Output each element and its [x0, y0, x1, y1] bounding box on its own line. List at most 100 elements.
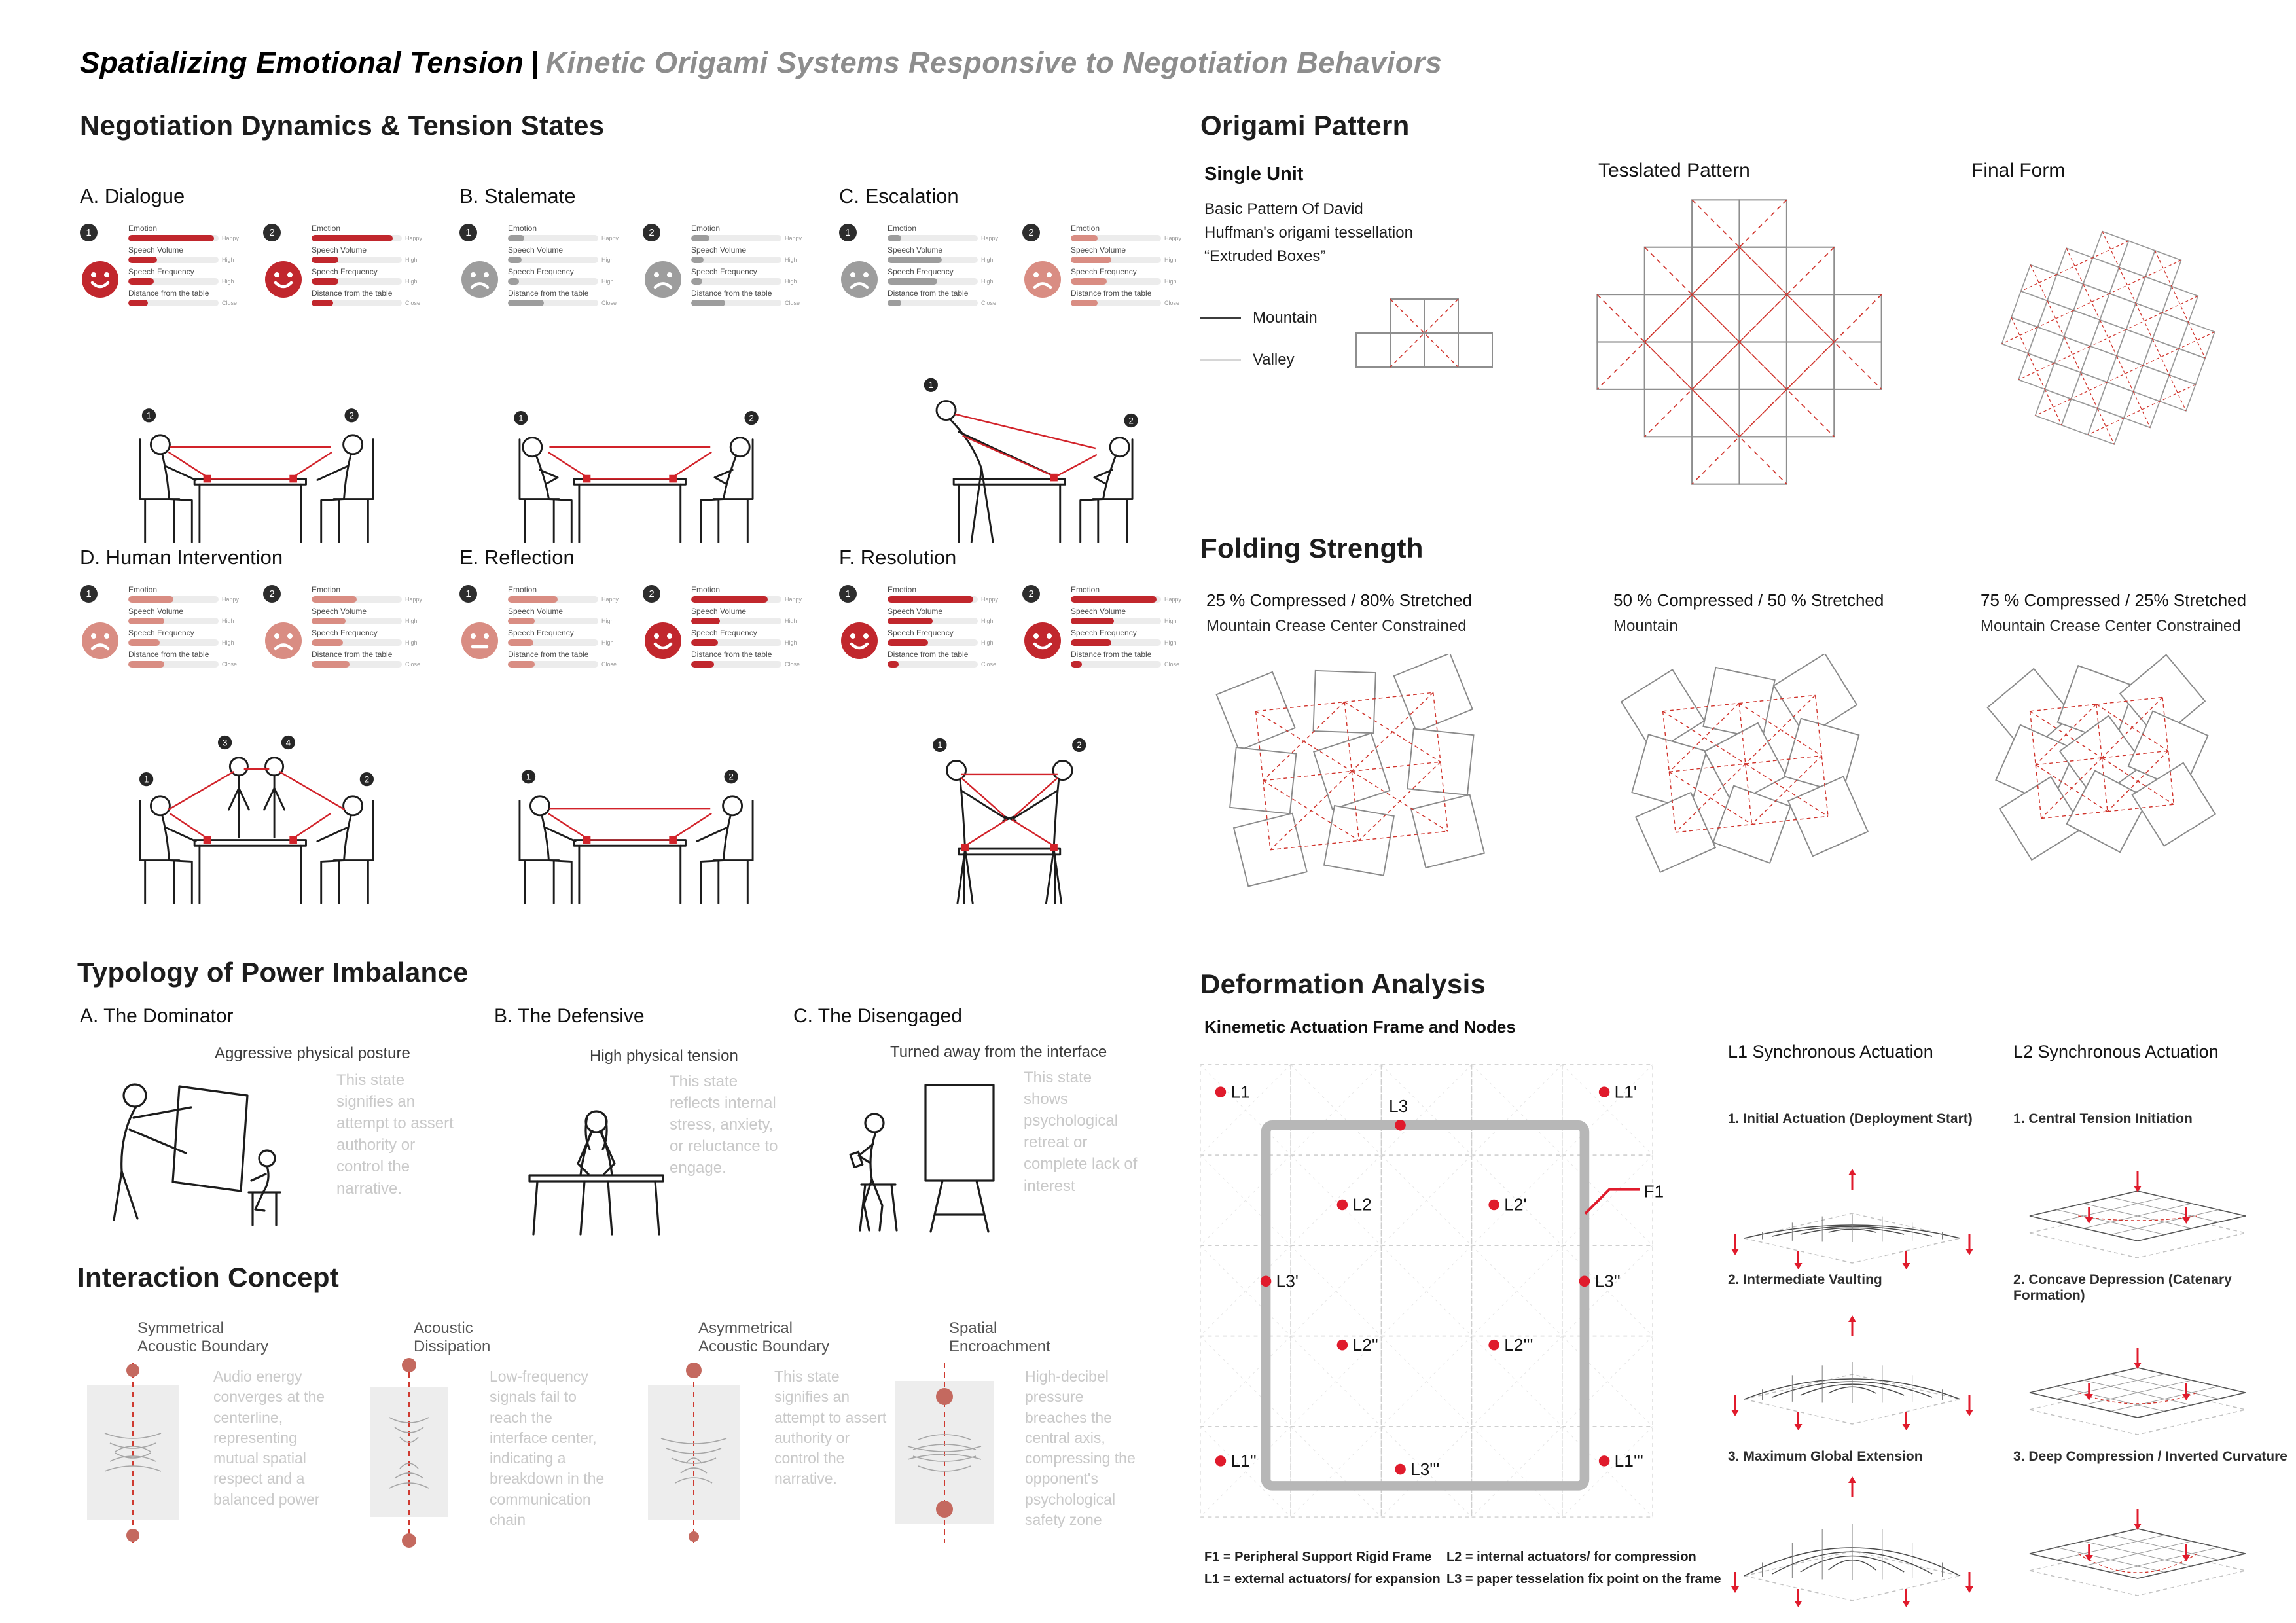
slider-end-label: Close — [222, 661, 238, 668]
deformation-heading: Deformation Analysis — [1200, 969, 1486, 999]
slider-track — [312, 278, 402, 285]
slider-end-label: High — [222, 618, 234, 624]
actuation-step-label: 3. Deep Compression / Inverted Curvature — [2013, 1449, 2287, 1464]
actuation-step-figure — [1728, 1472, 2003, 1610]
slider-track — [128, 257, 219, 263]
slider-speech-frequency: Speech Frequency High — [312, 267, 418, 285]
valley-line-sample — [1200, 359, 1241, 361]
slider-end-label: Close — [405, 300, 421, 306]
slider-end-label: Happy — [1164, 235, 1182, 241]
panel-title: A. Dialogue — [80, 185, 185, 207]
acoustic-field-diagram — [895, 1363, 994, 1543]
dashboard-sliders: Emotion Happy Speech Volume High Speech … — [888, 585, 1007, 671]
svg-text:1: 1 — [929, 380, 934, 390]
slider-speech-volume: Speech Volume High — [1071, 607, 1177, 624]
slider-speech-frequency: Speech Frequency High — [691, 267, 797, 285]
actuation-step-label: 3. Maximum Global Extension — [1728, 1449, 1923, 1464]
svg-text:L1': L1' — [1615, 1082, 1637, 1101]
emotion-face — [461, 622, 499, 660]
emotion-face — [1024, 260, 1062, 298]
slider-track — [1071, 661, 1161, 668]
emotion-dashboard: 1 Emotion Happy Speech Volume High Speec… — [839, 223, 1007, 339]
panel-title: C. Escalation — [839, 185, 959, 207]
slider-end-label: Close — [785, 661, 800, 668]
negotiation-panel-F: F. Resolution 1 Emotion Happy Speech Vol… — [839, 546, 1206, 907]
slider-distance-from-the-table: Distance from the table Close — [691, 650, 800, 668]
emotion-dashboard: 1 Emotion Happy Speech Volume High Speec… — [839, 584, 1007, 700]
slider-track — [888, 278, 978, 285]
person-number-badge: 1 — [459, 224, 477, 241]
slider-track — [1071, 639, 1161, 646]
person-number-badge: 1 — [459, 585, 477, 603]
slider-end-label: High — [981, 639, 994, 646]
emotion-face — [264, 622, 302, 660]
acoustic-field-diagram — [87, 1363, 179, 1543]
slider-end-label: High — [1164, 639, 1177, 646]
slider-end-label: Close — [981, 661, 997, 668]
title-primary: Spatializing Emotional Tension — [80, 46, 524, 79]
slider-emotion: Emotion Happy — [691, 224, 802, 241]
svg-text:1: 1 — [518, 413, 524, 423]
l2-actuation-step-2: 2. Concave Depression (Catenary Formatio… — [2013, 1272, 2288, 1449]
slider-track — [312, 596, 402, 603]
slider-end-label: High — [222, 278, 234, 285]
slider-end-label: Close — [981, 300, 997, 306]
slider-emotion: Emotion Happy — [1071, 585, 1182, 603]
actuation-step-figure — [2013, 1472, 2288, 1610]
person-number-badge: 1 — [839, 585, 857, 603]
slider-speech-volume: Speech Volume High — [691, 607, 797, 624]
final-form-diagram — [1977, 196, 2238, 481]
slider-speech-volume: Speech Volume High — [312, 245, 418, 263]
person-number-badge: 2 — [643, 585, 660, 603]
slider-track — [888, 618, 978, 624]
crease-legend: Mountain Valley — [1200, 309, 1318, 393]
svg-text:L3''': L3''' — [1410, 1459, 1439, 1479]
svg-text:L3'': L3'' — [1595, 1272, 1621, 1291]
origami-heading: Origami Pattern — [1200, 110, 1410, 141]
neutral-face-icon — [461, 622, 498, 659]
actuation-step-figure — [2013, 1311, 2288, 1449]
slider-end-label: Happy — [405, 596, 423, 603]
interaction-heading: Interaction Concept — [77, 1262, 340, 1293]
dashboard-sliders: Emotion Happy Speech Volume High Speech … — [312, 585, 431, 671]
person-number-badge: 1 — [80, 224, 98, 241]
dashboard-row: 1 Emotion Happy Speech Volume High Speec… — [80, 584, 446, 700]
emotion-face — [644, 622, 682, 660]
typology-caption: Turned away from the interface — [890, 1043, 1107, 1061]
slider-distance-from-the-table: Distance from the table Close — [691, 289, 800, 306]
emotion-dashboard: 2 Emotion Happy Speech Volume High Speec… — [263, 584, 431, 700]
svg-text:2: 2 — [728, 772, 734, 782]
svg-text:3: 3 — [223, 738, 228, 747]
typology-item-title: B. The Defensive — [494, 1005, 645, 1027]
slider-distance-from-the-table: Distance from the table Close — [1071, 289, 1180, 306]
emotion-dashboard: 1 Emotion Happy Speech Volume High Speec… — [80, 223, 247, 339]
slider-emotion: Emotion Happy — [312, 224, 423, 241]
slider-track — [888, 661, 978, 668]
emotion-face — [840, 260, 878, 298]
slider-end-label: Happy — [222, 235, 240, 241]
frown-face-icon — [841, 261, 878, 298]
svg-text:2: 2 — [1077, 740, 1082, 750]
slider-end-label: High — [785, 257, 797, 263]
slider-speech-volume: Speech Volume High — [1071, 245, 1177, 263]
slider-track — [508, 596, 598, 603]
slider-track — [312, 618, 402, 624]
folding-state-2: 50 % Compressed / 50 % Stretched Mountai… — [1613, 590, 1929, 896]
slider-end-label: High — [601, 278, 614, 285]
slider-speech-volume: Speech Volume High — [888, 245, 994, 263]
slider-speech-frequency: Speech Frequency High — [1071, 628, 1177, 646]
person-number-badge: 2 — [1022, 585, 1040, 603]
emotion-face — [81, 260, 119, 298]
slider-speech-frequency: Speech Frequency High — [888, 628, 994, 646]
deformation-legend-entry: L1 = external actuators/ for expansion — [1204, 1572, 1441, 1586]
interaction-item-1: Symmetrical Acoustic Boundary Audio ener… — [77, 1310, 352, 1611]
slider-track — [312, 661, 402, 668]
dashboard-sliders: Emotion Happy Speech Volume High Speech … — [508, 585, 627, 671]
slider-distance-from-the-table: Distance from the table Close — [128, 650, 238, 668]
slider-speech-volume: Speech Volume High — [508, 245, 614, 263]
negotiation-panel-E: E. Reflection 1 Emotion Happy Speech Vol… — [459, 546, 826, 907]
slider-end-label: Happy — [981, 596, 999, 603]
